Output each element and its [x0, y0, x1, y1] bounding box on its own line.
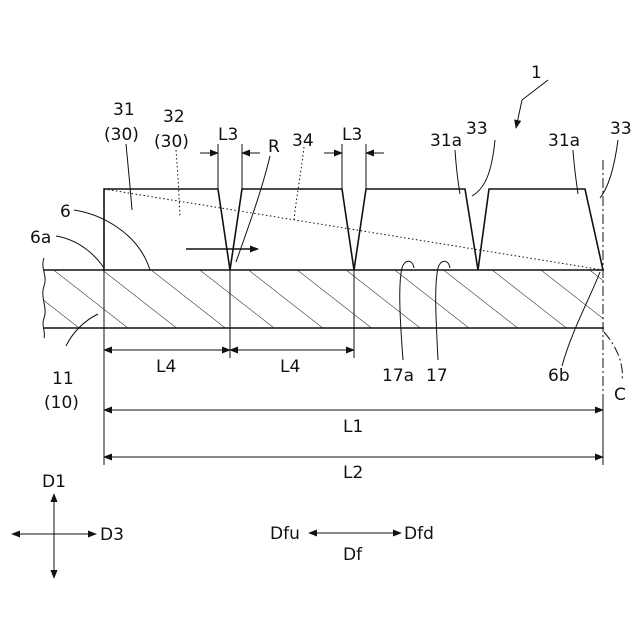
label-6a: 6a	[30, 228, 51, 248]
label-l3-left: L3	[218, 125, 238, 145]
label-dfu: Dfu	[270, 524, 300, 544]
label-l4-left: L4	[156, 357, 176, 377]
label-c: C	[614, 385, 626, 405]
label-d3: D3	[100, 525, 124, 545]
l3-dimension-left	[200, 144, 260, 189]
label-1: 1	[531, 63, 542, 83]
label-df: Df	[343, 545, 363, 565]
label-6b: 6b	[548, 366, 570, 386]
leader-lines	[56, 80, 622, 380]
label-10: (10)	[44, 393, 79, 413]
label-r: R	[268, 137, 280, 157]
base-member	[43, 258, 604, 338]
l3-dimension-right	[324, 144, 384, 189]
label-31: 31	[113, 100, 135, 120]
label-31a-right: 31a	[548, 131, 580, 151]
ref-arrow-1	[516, 100, 522, 128]
label-l3-right: L3	[342, 125, 362, 145]
label-d1: D1	[42, 472, 66, 492]
label-17a: 17a	[382, 366, 414, 386]
label-32: 32	[163, 107, 185, 127]
label-30-b: (30)	[154, 132, 189, 152]
label-11: 11	[52, 369, 74, 389]
label-l1: L1	[343, 417, 363, 437]
label-l2: L2	[343, 463, 363, 483]
label-33-right: 33	[610, 119, 632, 139]
label-33-left: 33	[466, 119, 488, 139]
label-6: 6	[60, 202, 71, 222]
direction-cross-d1-d3	[12, 494, 96, 578]
label-30-a: (30)	[104, 125, 139, 145]
label-31a-left: 31a	[430, 131, 462, 151]
label-34: 34	[292, 131, 314, 151]
label-l4-right: L4	[280, 357, 300, 377]
label-17: 17	[426, 366, 448, 386]
label-dfd: Dfd	[404, 524, 434, 544]
